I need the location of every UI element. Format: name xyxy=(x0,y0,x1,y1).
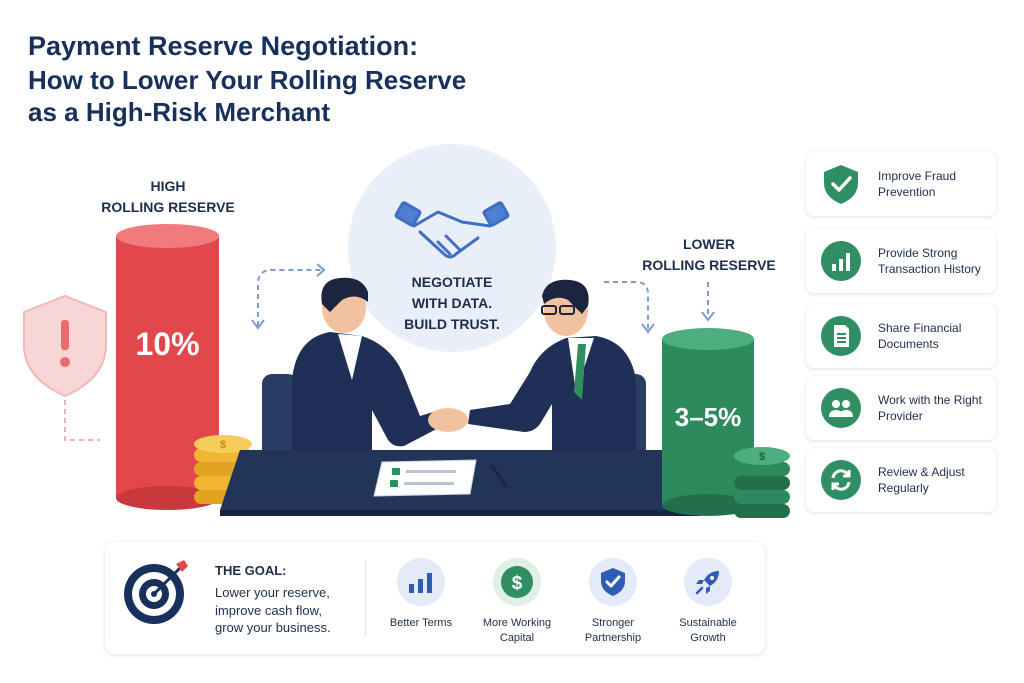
svg-text:$: $ xyxy=(220,439,226,451)
goal-line-2: improve cash flow, xyxy=(215,602,322,618)
rocket-icon xyxy=(684,558,732,606)
benefit-label-line-2: Capital xyxy=(499,631,535,644)
page-title: Payment Reserve Negotiation: How to Lowe… xyxy=(28,30,466,129)
step-label: Provide Strong Transaction History xyxy=(878,245,981,276)
lower-reserve-label: LOWER ROLLING RESERVE xyxy=(630,234,788,276)
lower-label-line-1: LOWER xyxy=(682,236,736,252)
refresh-icon xyxy=(820,459,862,501)
step-card-financial-documents: Share Financial Documents xyxy=(806,304,996,368)
title-line-1: Payment Reserve Negotiation: xyxy=(28,31,419,61)
benefit-label-line-1: More Working xyxy=(482,617,552,629)
goal-title: THE GOAL: xyxy=(215,563,287,578)
center-halo xyxy=(348,144,556,352)
step-card-review-adjust: Review & Adjust Regularly xyxy=(806,448,996,512)
warning-shield-icon xyxy=(23,294,107,441)
bar-chart-icon xyxy=(820,240,862,282)
lower-label-line-2: ROLLING RESERVE xyxy=(642,257,776,273)
shield-check-icon xyxy=(820,163,862,205)
bar-chart-icon xyxy=(397,558,445,606)
high-reserve-value: 10% xyxy=(135,326,200,362)
svg-text:$: $ xyxy=(759,451,765,463)
svg-text:$: $ xyxy=(512,573,523,594)
step-label: Improve Fraud Prevention xyxy=(878,168,957,199)
shaking-hands xyxy=(428,408,468,432)
green-coins-stack: $ xyxy=(734,447,790,518)
step-card-fraud-prevention: Improve Fraud Prevention xyxy=(806,152,996,216)
dollar-icon: $ xyxy=(493,558,541,606)
left-dashed-arrow xyxy=(257,269,322,326)
benefit-label-line-2: Growth xyxy=(690,631,726,644)
step-label: Work with the Right Provider xyxy=(878,392,982,423)
center-line-1: NEGOTIATE xyxy=(411,274,493,290)
left-chair xyxy=(262,374,298,474)
step-card-right-provider: Work with the Right Provider xyxy=(806,376,996,440)
step-label: Review & Adjust Regularly xyxy=(878,464,965,495)
benefit-label-line-1: Sustainable xyxy=(679,617,737,629)
shield-check-icon xyxy=(589,558,637,606)
benefit-label-line-2: Partnership xyxy=(584,631,642,644)
high-label-line-1: HIGH xyxy=(150,178,186,194)
right-businessman xyxy=(468,279,636,460)
step-label: Share Financial Documents xyxy=(878,320,962,351)
title-line-3: as a High-Risk Merchant xyxy=(28,97,330,128)
handshake-icon xyxy=(394,201,510,259)
people-icon xyxy=(820,387,862,429)
goal-line-1: Lower your reserve, xyxy=(215,585,330,600)
center-line-2: WITH DATA. xyxy=(411,295,493,311)
lower-reserve-cylinder xyxy=(662,328,754,516)
lower-reserve-value: 3–5% xyxy=(674,402,742,432)
benefit-label: Better Terms xyxy=(373,616,469,631)
left-businessman xyxy=(292,277,446,460)
center-line-3: BUILD TRUST. xyxy=(404,316,500,332)
right-dashed-arrow xyxy=(604,281,649,330)
high-reserve-label: HIGH ROLLING RESERVE xyxy=(86,176,250,218)
step-card-transaction-history: Provide Strong Transaction History xyxy=(806,229,996,293)
benefit-label-line-1: Better Terms xyxy=(389,617,453,629)
document-icon xyxy=(820,315,862,357)
goal-text: Lower your reserve, improve cash flow, g… xyxy=(215,584,355,637)
title-line-2: How to Lower Your Rolling Reserve xyxy=(28,64,467,95)
benefit-label-line-1: Stronger xyxy=(591,617,635,629)
goal-divider xyxy=(365,560,366,636)
target-icon xyxy=(122,556,190,624)
checklist-document-icon xyxy=(373,459,508,497)
benefit-better-terms: Better Terms xyxy=(373,558,469,631)
goal-line-3: grow your business. xyxy=(215,620,331,636)
center-message: NEGOTIATE WITH DATA. BUILD TRUST. xyxy=(382,272,522,335)
high-label-line-2: ROLLING RESERVE xyxy=(101,199,235,215)
